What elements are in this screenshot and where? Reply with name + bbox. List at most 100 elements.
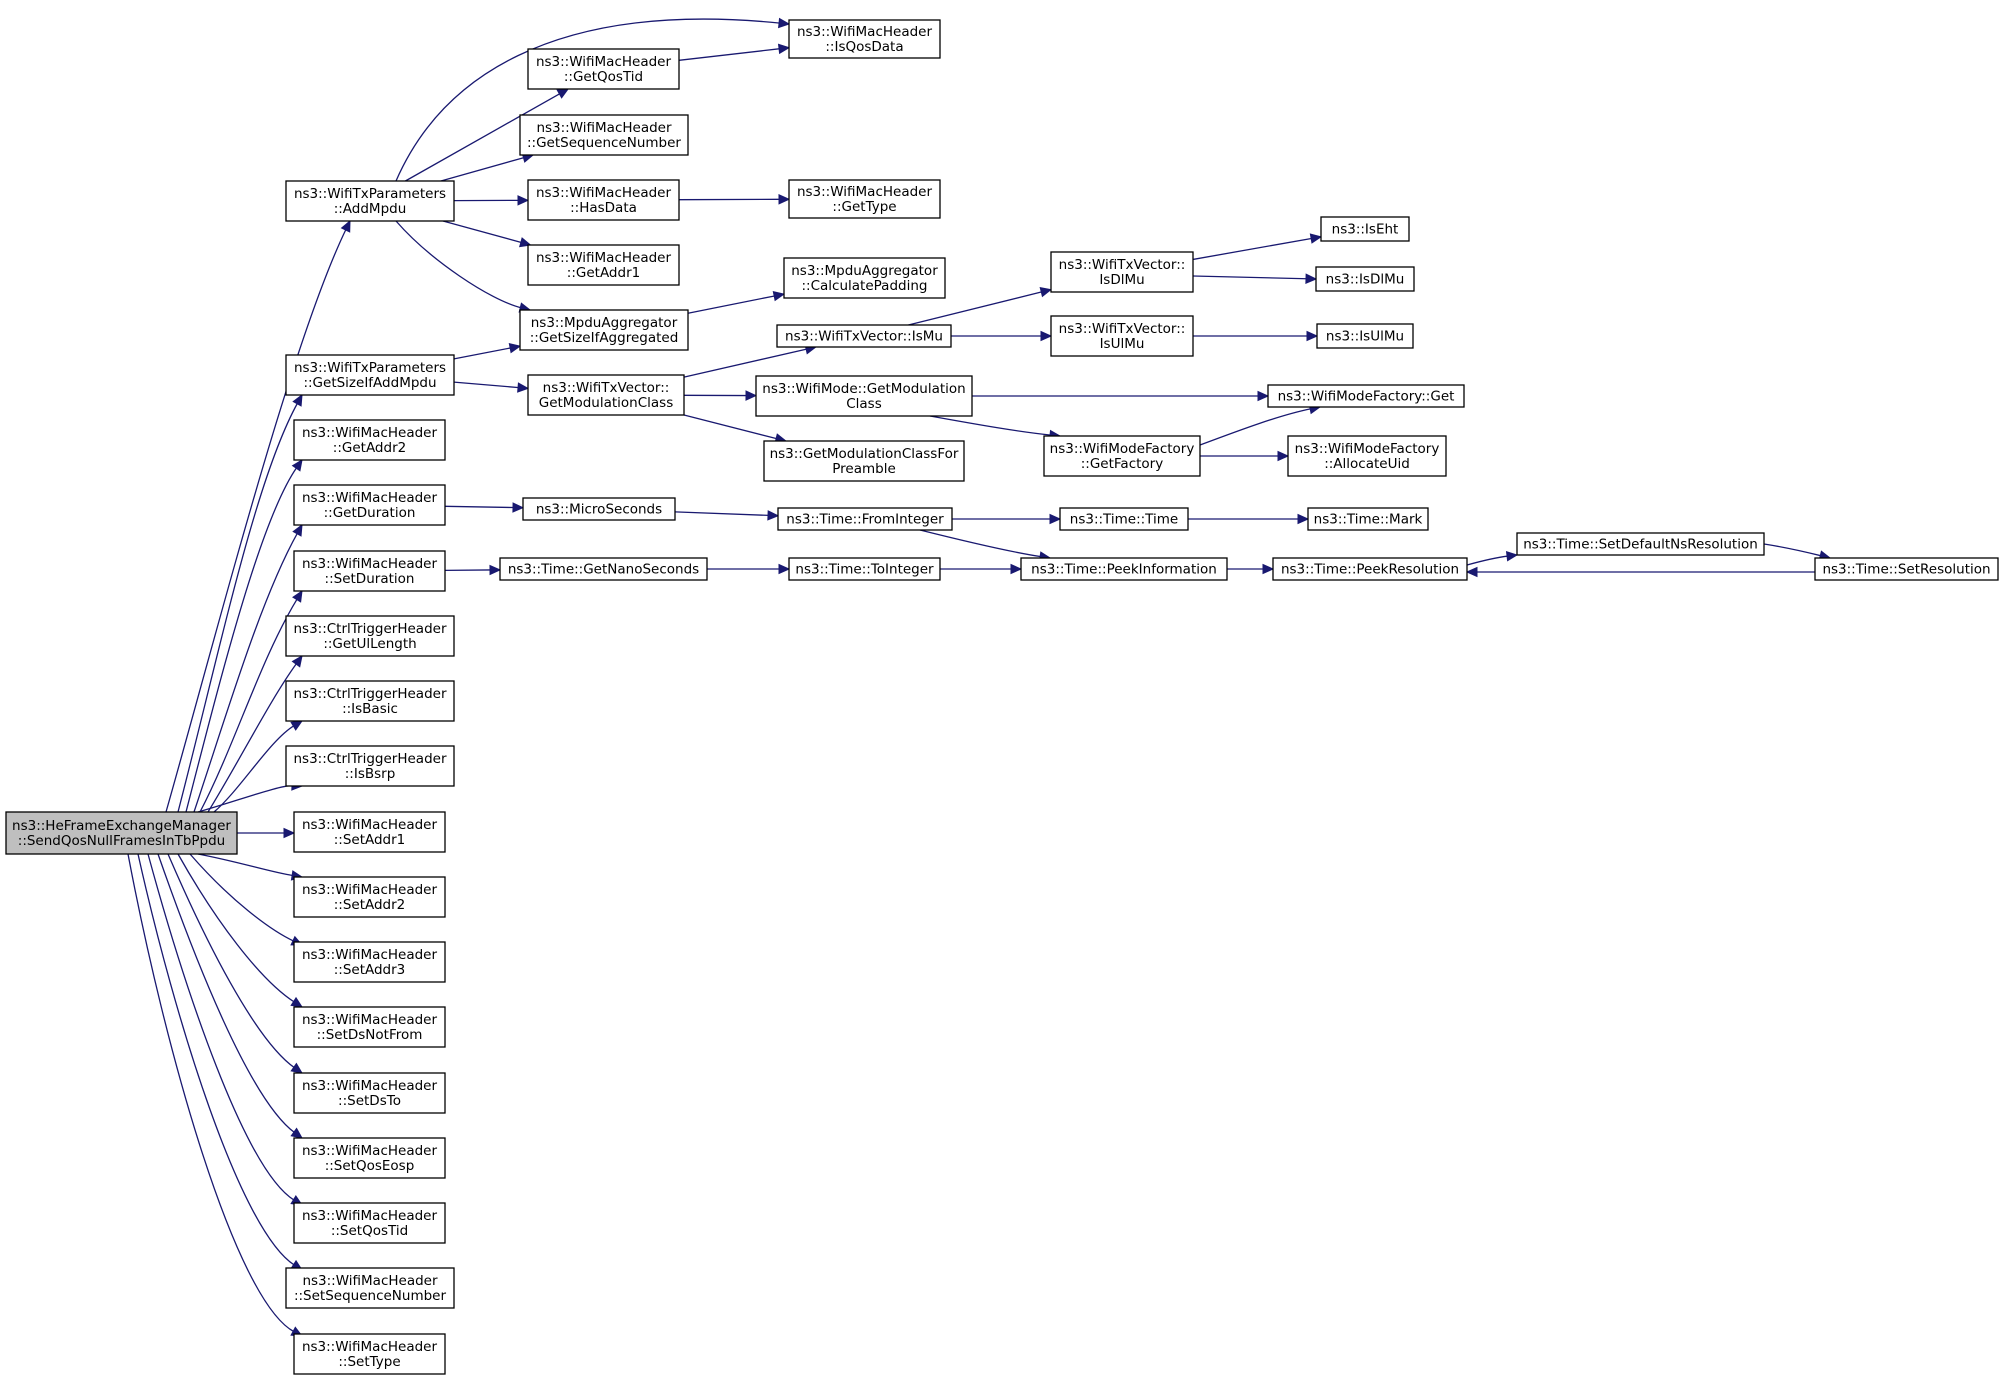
node-setAddr2[interactable]: ns3::WifiMacHeader::SetAddr2 <box>293 876 446 918</box>
node-modeGetModulationClass[interactable]: ns3::WifiMode::GetModulationClass <box>755 375 973 417</box>
node-box <box>5 811 238 855</box>
edge-line <box>213 725 295 813</box>
edge-peekInformation-to-peekResolution <box>1227 563 1275 575</box>
node-setResolution[interactable]: ns3::Time::SetResolution <box>1814 557 1999 581</box>
node-label-line: ::SendQosNullFramesInTbPpdu <box>18 833 225 849</box>
node-txIsUlMu[interactable]: ns3::WifiTxVector::IsUlMu <box>1050 315 1194 357</box>
node-allocateUid[interactable]: ns3::WifiModeFactory::AllocateUid <box>1287 435 1447 477</box>
edge-addMpdu-to-hasData <box>453 195 530 206</box>
node-root[interactable]: ns3::HeFrameExchangeManager::SendQosNull… <box>5 811 238 855</box>
edge-setResolution-to-peekResolution <box>1465 566 1816 578</box>
node-peekResolution[interactable]: ns3::Time::PeekResolution <box>1272 557 1468 581</box>
node-setDuration[interactable]: ns3::WifiMacHeader::SetDuration <box>293 550 446 592</box>
edge-line <box>1192 237 1313 261</box>
node-factoryGet[interactable]: ns3::WifiModeFactory::Get <box>1267 384 1465 408</box>
node-timeTime[interactable]: ns3::Time::Time <box>1059 507 1189 531</box>
node-toInteger[interactable]: ns3::Time::ToInteger <box>788 557 941 581</box>
node-label-line: ::AllocateUid <box>1324 456 1410 472</box>
node-label-line: GetModulationClass <box>539 395 674 411</box>
node-label-line: Preamble <box>832 461 896 477</box>
node-box <box>285 180 455 222</box>
node-getModulationClass[interactable]: ns3::WifiTxVector::GetModulationClass <box>527 374 685 416</box>
node-setDsNotFrom[interactable]: ns3::WifiMacHeader::SetDsNotFrom <box>293 1006 446 1048</box>
node-setQosEosp[interactable]: ns3::WifiMacHeader::SetQosEosp <box>293 1137 446 1179</box>
arrowhead-icon <box>1465 566 1478 578</box>
node-box <box>1516 532 1765 556</box>
node-getSequenceNumber[interactable]: ns3::WifiMacHeader::GetSequenceNumber <box>519 114 689 156</box>
edge-microSeconds-to-fromInteger <box>674 510 780 521</box>
node-timeMark[interactable]: ns3::Time::Mark <box>1307 507 1429 531</box>
arrowhead-icon <box>1305 273 1318 284</box>
node-setQosTid[interactable]: ns3::WifiMacHeader::SetQosTid <box>293 1202 446 1244</box>
arrowhead-icon <box>1277 450 1290 462</box>
arrowhead-icon <box>772 290 786 302</box>
node-box <box>285 680 455 722</box>
edge-getFactory-to-allocateUid <box>1200 450 1290 462</box>
edge-addMpdu-to-isQosData <box>395 17 791 182</box>
node-fromInteger[interactable]: ns3::Time::FromInteger <box>777 507 953 531</box>
node-label-line: ns3::WifiMacHeader <box>302 1012 438 1028</box>
edge-root-to-setAddr3 <box>189 853 304 946</box>
arrowhead-icon <box>290 1127 303 1139</box>
edge-line <box>687 295 776 314</box>
node-setAddr3[interactable]: ns3::WifiMacHeader::SetAddr3 <box>293 941 446 983</box>
node-getNanoSeconds[interactable]: ns3::Time::GetNanoSeconds <box>499 557 708 581</box>
node-label-line: ::SetQosTid <box>331 1223 408 1239</box>
node-microSeconds[interactable]: ns3::MicroSeconds <box>522 497 676 521</box>
node-setAddr1[interactable]: ns3::WifiMacHeader::SetAddr1 <box>293 811 446 853</box>
node-label-line: ns3::WifiMacHeader <box>302 1339 438 1355</box>
arrowhead-icon <box>1049 513 1062 525</box>
edge-getSizeIfAddMpdu-to-getSizeIfAggregated <box>453 342 522 360</box>
node-getSizeIfAddMpdu[interactable]: ns3::WifiTxParameters::GetSizeIfAddMpdu <box>285 354 455 396</box>
node-box <box>522 497 676 521</box>
edge-line <box>442 220 523 244</box>
node-box <box>1814 557 1999 581</box>
edge-getModulationClass-to-modeGetModulationClass <box>683 390 758 401</box>
node-peekInformation[interactable]: ns3::Time::PeekInformation <box>1020 557 1228 581</box>
node-calculatePadding[interactable]: ns3::MpduAggregator::CalculatePadding <box>783 257 946 299</box>
node-getDuration[interactable]: ns3::WifiMacHeader::GetDuration <box>293 484 446 526</box>
node-getSizeIfAggregated[interactable]: ns3::MpduAggregator::GetSizeIfAggregated <box>519 309 689 351</box>
node-txIsMu[interactable]: ns3::WifiTxVector::IsMu <box>776 324 952 348</box>
edge-root-to-setType <box>127 853 304 1337</box>
node-setDefaultNsResolution[interactable]: ns3::Time::SetDefaultNsResolution <box>1516 532 1765 556</box>
node-setSequenceNumber[interactable]: ns3::WifiMacHeader::SetSequenceNumber <box>285 1267 455 1309</box>
node-hasData[interactable]: ns3::WifiMacHeader::HasData <box>527 179 680 221</box>
node-label-line: ::GetQosTid <box>564 69 643 85</box>
node-label-line: ns3::WifiMacHeader <box>302 425 438 441</box>
node-txIsDlMu[interactable]: ns3::WifiTxVector::IsDlMu <box>1050 251 1194 293</box>
node-box <box>1320 216 1410 242</box>
node-box <box>527 244 680 286</box>
node-label-line: ns3::WifiTxVector::IsMu <box>785 329 943 345</box>
node-isEht[interactable]: ns3::IsEht <box>1320 216 1410 242</box>
node-box <box>527 374 685 416</box>
node-setType[interactable]: ns3::WifiMacHeader::SetType <box>293 1333 446 1375</box>
node-label-line: ns3::WifiMacHeader <box>302 556 438 572</box>
node-isBasic[interactable]: ns3::CtrlTriggerHeader::IsBasic <box>285 680 455 722</box>
edge-line <box>207 662 298 813</box>
node-box <box>285 615 455 657</box>
node-isUlMu[interactable]: ns3::IsUlMu <box>1316 323 1414 349</box>
node-setDsTo[interactable]: ns3::WifiMacHeader::SetDsTo <box>293 1072 446 1114</box>
node-label-line: ns3::IsEht <box>1332 222 1399 238</box>
edge-root-to-setAddr2 <box>197 853 304 881</box>
edge-modeGetModulationClass-to-factoryGet <box>972 390 1270 402</box>
node-label-line: ns3::WifiMacHeader <box>302 1208 438 1224</box>
node-isDlMu[interactable]: ns3::IsDlMu <box>1315 266 1415 292</box>
node-getAddr1[interactable]: ns3::WifiMacHeader::GetAddr1 <box>527 244 680 286</box>
node-isQosData[interactable]: ns3::WifiMacHeader::IsQosData <box>788 19 941 59</box>
node-getType[interactable]: ns3::WifiMacHeader::GetType <box>788 179 941 219</box>
node-isBsrp[interactable]: ns3::CtrlTriggerHeader::IsBsrp <box>285 745 455 787</box>
node-getQosTid[interactable]: ns3::WifiMacHeader::GetQosTid <box>527 48 680 90</box>
node-label-line: ::AddMpdu <box>334 201 407 217</box>
node-box <box>285 745 455 787</box>
node-getFactory[interactable]: ns3::WifiModeFactory::GetFactory <box>1043 435 1201 477</box>
node-box <box>776 324 952 348</box>
node-getAddr2[interactable]: ns3::WifiMacHeader::GetAddr2 <box>293 419 446 461</box>
node-getUlLength[interactable]: ns3::CtrlTriggerHeader::GetUlLength <box>285 615 455 657</box>
node-label-line: ns3::WifiTxVector:: <box>543 380 670 396</box>
node-box <box>285 1267 455 1309</box>
node-addMpdu[interactable]: ns3::WifiTxParameters::AddMpdu <box>285 180 455 222</box>
